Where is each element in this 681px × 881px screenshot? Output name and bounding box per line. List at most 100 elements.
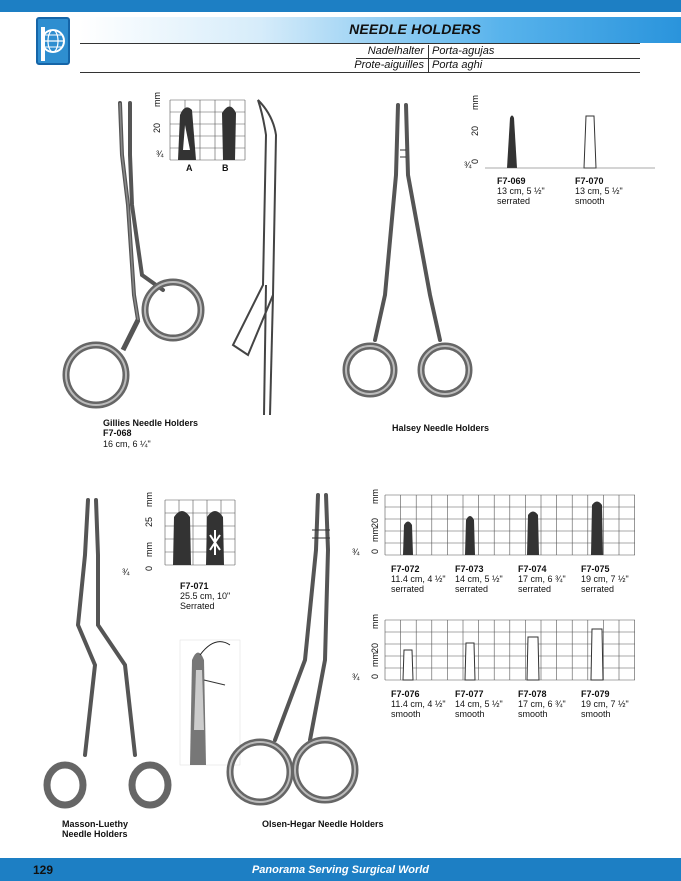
subtitle-italian: Porta aghi — [432, 59, 483, 71]
variant-size: 17 cm, 6 ¾" — [518, 574, 566, 584]
variant-size: 11.4 cm, 4 ½" — [391, 574, 446, 584]
olsen-instrument-image — [226, 493, 359, 806]
scale-20: 20 — [152, 123, 162, 133]
scale-ratio: ¾ — [352, 547, 360, 557]
gillies-instrument-image — [62, 101, 205, 409]
scale-25: 25 — [144, 517, 154, 527]
variant-finish: smooth — [575, 196, 605, 206]
variant-size: 11.4 cm, 4 ½" — [391, 699, 446, 709]
masson-size: 25.5 cm, 10" — [180, 591, 231, 601]
halsey-name: Halsey Needle Holders — [392, 423, 490, 433]
variant-code: F7-076 — [391, 689, 420, 699]
variant-finish: smooth — [455, 709, 485, 719]
scale-mm: mm — [370, 489, 380, 504]
scale-20: 20 — [370, 643, 380, 653]
page-title: NEEDLE HOLDERS — [349, 21, 481, 37]
scale-mm: mm — [144, 492, 154, 507]
olsen-smooth-grid: mm 20 mm 0 ¾ — [352, 614, 635, 682]
divider — [80, 72, 640, 73]
scale-mm: mm — [144, 542, 154, 557]
variant-finish: serrated — [455, 584, 489, 594]
scale-0: 0 — [470, 159, 480, 164]
page-number: 129 — [33, 863, 54, 877]
tip-f7-072-shape — [403, 521, 413, 555]
halsey-tip-grid: mm 20 0 ¾ — [464, 95, 655, 170]
variant-code: F7-079 — [581, 689, 610, 699]
tip-label-a: A — [186, 163, 193, 173]
variant-code: F7-069 — [497, 176, 526, 186]
tip-f7-078-shape — [526, 636, 540, 681]
variant-code: F7-070 — [575, 176, 604, 186]
scale-0: 0 — [144, 566, 154, 571]
tip-f7-070-shape — [583, 115, 597, 169]
variant-finish: serrated — [581, 584, 615, 594]
variant-finish: serrated — [497, 196, 531, 206]
tip-f7-079-shape — [590, 628, 604, 681]
tip-f7-076-shape — [402, 649, 414, 681]
scale-0: 0 — [370, 549, 380, 554]
variant-size: 13 cm, 5 ½" — [497, 186, 545, 196]
masson-finish: Serrated — [180, 601, 215, 611]
gillies-code: F7-068 — [103, 428, 132, 438]
divider — [80, 43, 640, 44]
masson-tip-grid: mm 25 mm 0 ¾ — [122, 492, 236, 577]
masson-spec: F7-071 25.5 cm, 10" Serrated — [180, 581, 230, 611]
variant-size: 14 cm, 5 ½" — [455, 699, 503, 709]
halsey-variant-2: F7-070 13 cm, 5 ½" smooth — [575, 176, 623, 206]
scale-mm: mm — [470, 95, 480, 110]
masson-name-line2: Needle Holders — [62, 829, 128, 839]
halsey-instrument-image — [342, 103, 473, 398]
variant-finish: serrated — [391, 584, 425, 594]
gillies-tip-grid — [169, 99, 246, 161]
tip-f7-075-shape — [591, 501, 603, 555]
scale-ratio: ¾ — [122, 567, 130, 577]
scale-20: 20 — [470, 126, 480, 136]
gillies-scale-label: mm 20 ¾ — [152, 92, 164, 159]
halsey-variant-1: F7-069 13 cm, 5 ½" serrated — [497, 176, 545, 206]
panorama-logo — [36, 17, 70, 65]
subtitle-separator — [428, 45, 429, 73]
variant-finish: smooth — [581, 709, 611, 719]
variant-size: 19 cm, 7 ½" — [581, 699, 629, 709]
tip-f7-077-shape — [464, 642, 476, 681]
tip-f7-069-shape — [507, 115, 517, 168]
variant-finish: smooth — [518, 709, 548, 719]
tip-f7-073-shape — [465, 516, 475, 555]
subtitle-german: Nadelhalter — [367, 45, 424, 57]
gillies-size: 16 cm, 6 ¼" — [103, 439, 151, 449]
scale-mm: mm — [370, 652, 380, 667]
subtitle-spanish: Porta-agujas — [432, 45, 495, 57]
scale-0: 0 — [370, 674, 380, 679]
masson-instrument-image — [43, 498, 172, 809]
tip-a-shape — [178, 107, 196, 160]
variant-size: 17 cm, 6 ¾" — [518, 699, 566, 709]
variant-finish: smooth — [391, 709, 421, 719]
top-bar — [0, 0, 681, 12]
variant-finish: serrated — [518, 584, 552, 594]
variant-size: 13 cm, 5 ½" — [575, 186, 623, 196]
tip-f7-074-shape — [527, 511, 539, 555]
variant-size: 19 cm, 7 ½" — [581, 574, 629, 584]
variant-code: F7-078 — [518, 689, 547, 699]
tip-label-b: B — [222, 163, 229, 173]
scale-mm: mm — [370, 614, 380, 629]
olsen-name: Olsen-Hegar Needle Holders — [262, 819, 384, 829]
scale-ratio: ¾ — [156, 149, 164, 159]
header-band — [80, 17, 681, 43]
gillies-name: Gillies Needle Holders — [103, 418, 199, 428]
masson-name-line1: Masson-Luethy — [62, 819, 129, 829]
footer-slogan: Panorama Serving Surgical World — [251, 864, 430, 876]
olsen-serrated-grid: mm 20 mm 0 ¾ — [352, 489, 635, 557]
variant-code: F7-072 — [391, 564, 420, 574]
footer-bar — [0, 858, 681, 881]
scale-ratio: ¾ — [352, 672, 360, 682]
variant-code: F7-077 — [455, 689, 484, 699]
